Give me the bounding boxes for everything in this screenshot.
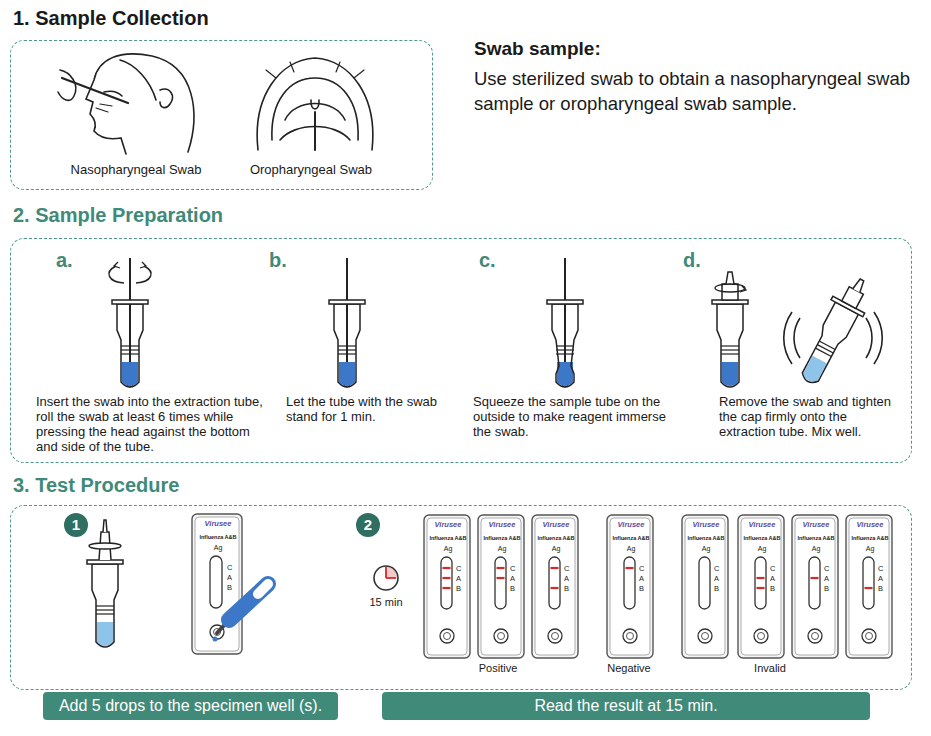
extraction-tube: [109, 258, 151, 387]
line-letters: C A B: [510, 564, 518, 594]
product-name: Influenza A&B: [684, 535, 728, 541]
brand-logo: Virusee: [795, 520, 837, 529]
product-name: Influenza A&B: [480, 535, 524, 541]
shake-marks: [784, 312, 883, 364]
sample-tube: [87, 520, 123, 647]
extraction-tube: [547, 258, 583, 387]
step-letter: a.: [56, 249, 73, 272]
test-cassette: ViruseeInfluenza A&B Ag C A B: [425, 516, 471, 659]
product-name: Influenza A&B: [609, 535, 653, 541]
product-name: Influenza A&B: [848, 535, 892, 541]
brand-logo: Virusee: [535, 520, 577, 529]
cassette-body: [607, 515, 653, 658]
antigen-label: Ag: [427, 545, 469, 552]
capped-tube: [712, 272, 748, 387]
line-letters: C A B: [564, 564, 572, 594]
product-name: Influenza A&B: [534, 535, 578, 541]
cassette-body: [792, 515, 838, 658]
test-cassette: ViruseeInfluenza A&B Ag C A B: [193, 515, 243, 655]
cassette-body: [532, 515, 578, 658]
step-text: Let the tube with the swab stand for 1 m…: [286, 394, 451, 424]
section-panel: 2. Sample Preparationa.Insert the swab i…: [10, 238, 912, 463]
section-panel: 1. Sample CollectionNasopharyngeal SwabO…: [10, 40, 433, 190]
step-letter: b.: [269, 249, 287, 272]
result-label: Positive: [468, 662, 528, 674]
step-letter: c.: [479, 249, 496, 272]
shaken-tube: [792, 272, 878, 390]
step-number-text: 2: [356, 513, 380, 537]
line-letters: C A B: [714, 564, 722, 594]
cassette-body: [478, 515, 524, 658]
line-letters: C A B: [878, 564, 886, 594]
note-text: Use sterilized swab to obtain a nasophar…: [474, 66, 926, 116]
cassette-body: [192, 514, 242, 654]
note-heading: Swab sample:: [474, 38, 601, 60]
section-heading: 3. Test Procedure: [13, 474, 179, 497]
step-text: Insert the swab into the extraction tube…: [36, 394, 264, 454]
antigen-label: Ag: [195, 544, 241, 551]
instruction-bar: Add 5 drops to the specimen well (s).: [43, 692, 338, 720]
antigen-label: Ag: [610, 545, 652, 552]
cassette-body: [738, 515, 784, 658]
test-cassette: ViruseeInfluenza A&B Ag C A B: [533, 516, 579, 659]
instruction-bar: Read the result at 15 min.: [382, 692, 870, 720]
test-cassette: ViruseeInfluenza A&B Ag C A B: [847, 516, 893, 659]
oropharyngeal-mouth: [257, 58, 373, 150]
result-label: Invalid: [740, 662, 800, 674]
line-letters: C A B: [639, 564, 647, 594]
step-text: Remove the swab and tighten the cap firm…: [719, 394, 899, 439]
test-cassette: ViruseeInfluenza A&B Ag C A B: [683, 516, 729, 659]
cassette-body: [682, 515, 728, 658]
section-heading: 1. Sample Collection: [13, 7, 209, 30]
brand-logo: Virusee: [741, 520, 783, 529]
test-cassette: ViruseeInfluenza A&B Ag C A B: [608, 516, 654, 659]
test-cassette: ViruseeInfluenza A&B Ag C A B: [793, 516, 839, 659]
line-letters: C A B: [770, 564, 778, 594]
brand-logo: Virusee: [849, 520, 891, 529]
image-caption: Oropharyngeal Swab: [236, 162, 386, 177]
time-label: 15 min: [366, 596, 406, 608]
nasopharyngeal-head: [58, 54, 194, 154]
product-name: Influenza A&B: [794, 535, 838, 541]
section-heading: 2. Sample Preparation: [13, 204, 223, 227]
step-number: 2: [356, 513, 380, 537]
step-letter: d.: [683, 249, 701, 272]
product-name: Influenza A&B: [194, 534, 242, 540]
brand-logo: Virusee: [610, 520, 652, 529]
instruction-text: Read the result at 15 min.: [382, 692, 870, 720]
step-number-text: 1: [64, 513, 88, 537]
extraction-tube: [329, 258, 365, 387]
antigen-label: Ag: [535, 545, 577, 552]
line-letters: C A B: [227, 563, 235, 593]
timer-clock: [374, 566, 398, 590]
line-letters: C A B: [824, 564, 832, 594]
image-caption: Nasopharyngeal Swab: [56, 162, 216, 177]
antigen-label: Ag: [849, 545, 891, 552]
product-name: Influenza A&B: [426, 535, 470, 541]
brand-logo: Virusee: [427, 520, 469, 529]
step-text: Squeeze the sample tube on the outside t…: [473, 394, 678, 439]
step-number: 1: [64, 513, 88, 537]
antigen-label: Ag: [741, 545, 783, 552]
dropper: [213, 584, 269, 642]
test-cassette: ViruseeInfluenza A&B Ag C A B: [479, 516, 525, 659]
cassette-body: [846, 515, 892, 658]
antigen-label: Ag: [685, 545, 727, 552]
brand-logo: Virusee: [195, 519, 241, 528]
result-label: Negative: [599, 662, 659, 674]
brand-logo: Virusee: [481, 520, 523, 529]
instruction-text: Add 5 drops to the specimen well (s).: [43, 692, 338, 720]
cassette-body: [424, 515, 470, 658]
antigen-label: Ag: [481, 545, 523, 552]
test-cassette: ViruseeInfluenza A&B Ag C A B: [739, 516, 785, 659]
brand-logo: Virusee: [685, 520, 727, 529]
product-name: Influenza A&B: [740, 535, 784, 541]
line-letters: C A B: [456, 564, 464, 594]
antigen-label: Ag: [795, 545, 837, 552]
